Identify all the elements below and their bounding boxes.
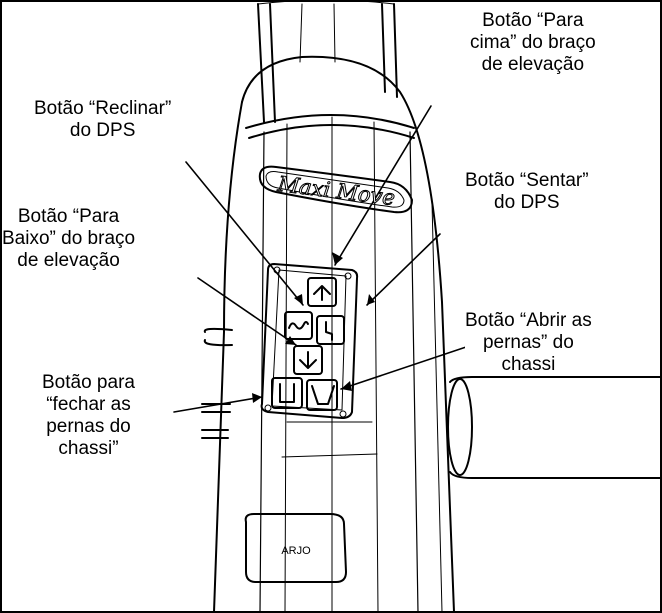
button-close-legs: [271, 377, 303, 409]
brand-plate-text: Maxi Move: [275, 172, 396, 210]
right-handle: [447, 376, 660, 479]
button-recline: [284, 311, 313, 340]
brand-plate: [258, 165, 413, 214]
logo-text: ARJO: [281, 545, 311, 557]
label-close-legs-button: Botão para “fechar as pernas do chassi”: [42, 372, 135, 460]
leader-lines: [173, 105, 482, 413]
control-panel: [260, 263, 359, 419]
mast: [257, 2, 398, 123]
button-up: [307, 277, 337, 307]
leader-arrowheads: [252, 252, 375, 403]
label-up-button: Botão “Para cima” do braço de elevação: [470, 10, 596, 76]
label-recline-button: Botão “Reclinar” do DPS: [34, 98, 172, 142]
logo-plate: [244, 513, 347, 583]
button-open-legs: [306, 379, 338, 411]
label-sit-button: Botão “Sentar” do DPS: [465, 170, 589, 214]
label-open-legs-button: Botão “Abrir as pernas” do chassi: [465, 310, 592, 376]
label-down-button: Botão “Para Baixo” do braço de elevação: [2, 206, 136, 272]
button-sit: [316, 315, 345, 345]
left-side-rails: [201, 327, 233, 439]
housing: [213, 55, 455, 611]
button-down: [293, 345, 323, 375]
